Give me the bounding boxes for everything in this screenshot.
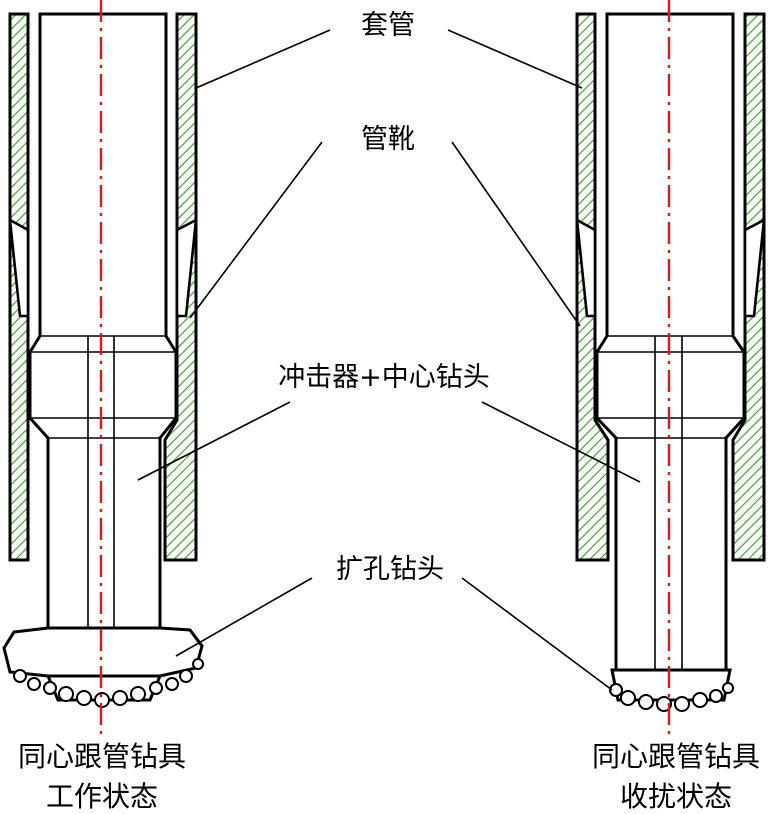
label-casing: 套管 <box>361 10 415 41</box>
left-bit-teeth <box>13 658 204 708</box>
left-reamer-bit <box>2 626 204 678</box>
label-hammer-pilot-bit: 冲击器+中心钻头 <box>278 362 490 393</box>
label-reamer-bit: 扩孔钻头 <box>336 554 444 585</box>
left-hammer-body <box>28 12 178 632</box>
right-casing-shoe-left <box>575 217 597 318</box>
left-casing-shoe-left <box>8 217 30 318</box>
caption-right-line1: 同心跟管钻具 <box>592 740 760 773</box>
leader-lines <box>137 29 641 691</box>
caption-right-line2: 收扰状态 <box>620 780 732 813</box>
right-casing-shoe-right <box>743 217 766 318</box>
right-tool-retracted-state <box>575 0 766 735</box>
caption-left-line1: 同心跟管钻具 <box>18 740 186 773</box>
left-tool-working-state <box>2 0 204 735</box>
right-hammer-body <box>595 12 746 672</box>
label-casing-shoe: 管靴 <box>361 124 415 155</box>
right-bit-teeth <box>609 682 734 712</box>
caption-left-line2: 工作状态 <box>46 780 158 813</box>
left-casing-shoe-right <box>175 217 198 318</box>
